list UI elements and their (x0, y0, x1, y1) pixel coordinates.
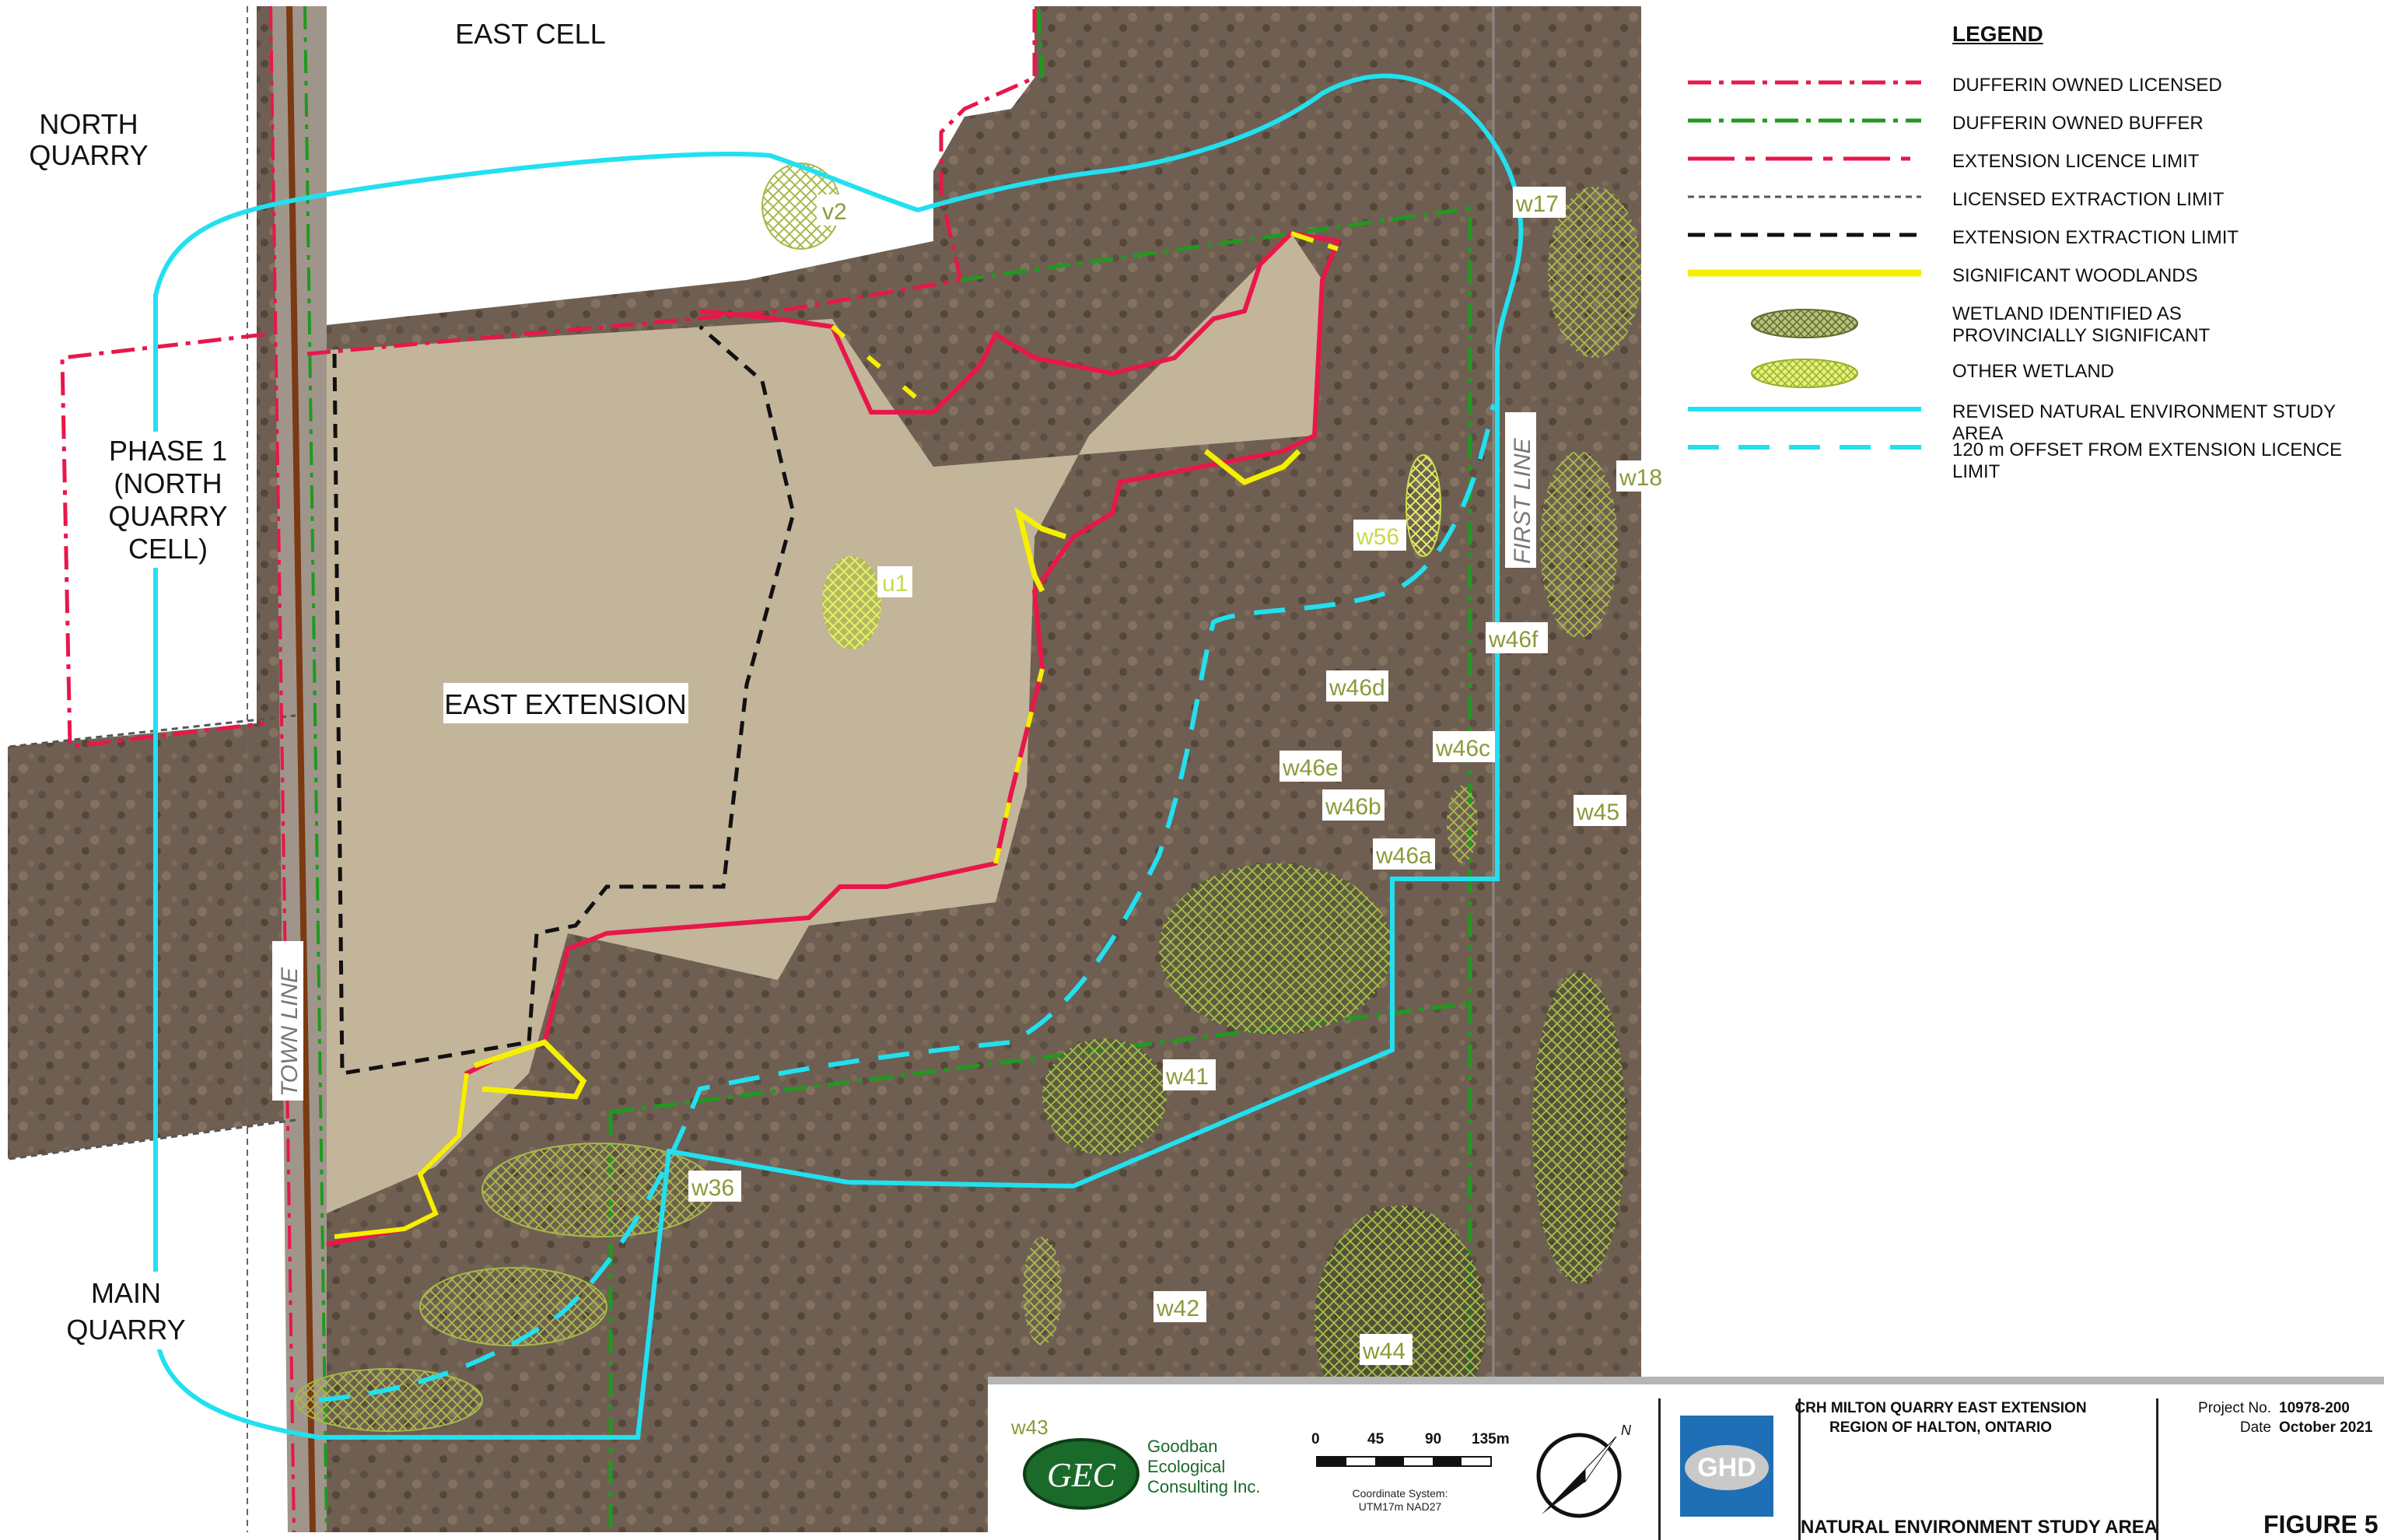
label-phase1-3: QUARRY (108, 500, 227, 532)
figure-number: FIGURE 5 (2263, 1510, 2379, 1538)
legend-extension-extraction: EXTENSION EXTRACTION LIMIT (1688, 227, 2239, 248)
east-extension-field (327, 233, 1322, 1213)
label-north-quarry-1: NORTH (39, 108, 138, 140)
wetland-label-w45: w45 (1576, 800, 1619, 825)
wetland-label-w17: w17 (1515, 191, 1559, 217)
label-first-line: FIRST LINE (1510, 437, 1535, 564)
label-town-line: TOWN LINE (277, 967, 303, 1097)
wetland-label-w46c: w46c (1435, 736, 1490, 761)
wetland-label-v2: v2 (822, 199, 847, 225)
gec-logo-mark: GEC (1023, 1438, 1139, 1510)
extension-extraction-limit (332, 325, 796, 1076)
phase1-licence-boundary (60, 332, 265, 749)
wetland-label-w43: w43 (1011, 1416, 1048, 1439)
label-main-quarry-1: MAIN (91, 1277, 161, 1309)
legend-offset-120m: 120 m OFFSET FROM EXTENSION LICENCE LIMI… (1688, 439, 2342, 482)
wetland-w56 (1406, 454, 1441, 557)
label-main-quarry-2: QUARRY (66, 1314, 185, 1346)
wetland-label-w46b: w46b (1325, 794, 1381, 820)
wetland-label-w44: w44 (1362, 1339, 1406, 1364)
title-block: w43 GEC Goodban Ecological Consulting In… (988, 1377, 2384, 1540)
label-phase1-4: CELL) (128, 533, 208, 565)
wetland-label-u1: u1 (882, 571, 908, 597)
wetland-label-w46f: w46f (1488, 627, 1539, 653)
wetland-label-w42: w42 (1156, 1296, 1199, 1321)
significant-woodland-c (1014, 507, 1067, 593)
label-east-cell: EAST CELL (455, 18, 605, 50)
legend-background (1641, 0, 2384, 1532)
label-east-extension: EAST EXTENSION (444, 688, 686, 720)
sheet-title: NATURAL ENVIRONMENT STUDY AREA (1801, 1517, 2158, 1538)
offset-120m (318, 404, 1496, 1402)
wetland-label-w46e: w46e (1282, 755, 1339, 781)
legend-dufferin-licensed: DUFFERIN OWNED LICENSED (1688, 75, 2222, 96)
coordinate-system: Coordinate System:UTM17m NAD27 (1352, 1487, 1448, 1513)
label-phase1-1: PHASE 1 (109, 435, 227, 467)
wetland-label-w18: w18 (1619, 465, 1662, 491)
label-phase1-2: (NORTH (114, 467, 222, 499)
wetland-w17 (1548, 187, 1641, 358)
legend-extension-licence: EXTENSION LICENCE LIMIT (1688, 151, 2200, 172)
legend-dufferin-buffer: DUFFERIN OWNED BUFFER (1688, 113, 2204, 134)
wetland-w36 (481, 1143, 716, 1237)
legend-significant-woodlands: SIGNIFICANT WOODLANDS (1688, 265, 2198, 286)
north-arrow-icon: N (1536, 1423, 1632, 1518)
significant-woodland-a (334, 1073, 469, 1239)
wetland-label-w46a: w46a (1375, 843, 1432, 869)
legend-licensed-extraction: LICENSED EXTRACTION LIMIT (1688, 189, 2225, 210)
significant-woodland-b (473, 1038, 587, 1100)
legend-study-area: REVISED NATURAL ENVIRONMENT STUDY AREA (1688, 401, 2336, 444)
revised-study-area (153, 73, 1524, 1440)
project-title: CRH MILTON QUARRY EAST EXTENSION REGION … (1794, 1400, 2087, 1436)
gec-name: Goodban Ecological Consulting Inc. (1147, 1437, 1261, 1496)
significant-woodland-d (1203, 449, 1301, 486)
svg-text:N: N (1621, 1423, 1632, 1438)
wetland-label-w56: w56 (1356, 524, 1399, 550)
legend-other-wetland: OTHER WETLAND (1672, 356, 2372, 394)
wetland-label-w36: w36 (691, 1175, 734, 1201)
wetland-label-w41: w41 (1165, 1064, 1209, 1090)
town-line-road (286, 5, 316, 1532)
legend: LEGEND DUFFERIN OWNED LICENSED DUFFERIN … (1672, 16, 2372, 482)
legend-title: LEGEND (1952, 22, 2043, 46)
scale-bar: 0 45 90 135m Coordinate System:UTM17m NA… (1307, 1431, 1510, 1524)
label-north-quarry-2: QUARRY (29, 139, 148, 171)
ghd-logo: GHD (1680, 1416, 1773, 1517)
wetland-label-w46d: w46d (1329, 675, 1385, 701)
buffer-boundary (960, 206, 1472, 1532)
gec-logo: GEC Goodban Ecological Consulting Inc. (1023, 1427, 1303, 1521)
